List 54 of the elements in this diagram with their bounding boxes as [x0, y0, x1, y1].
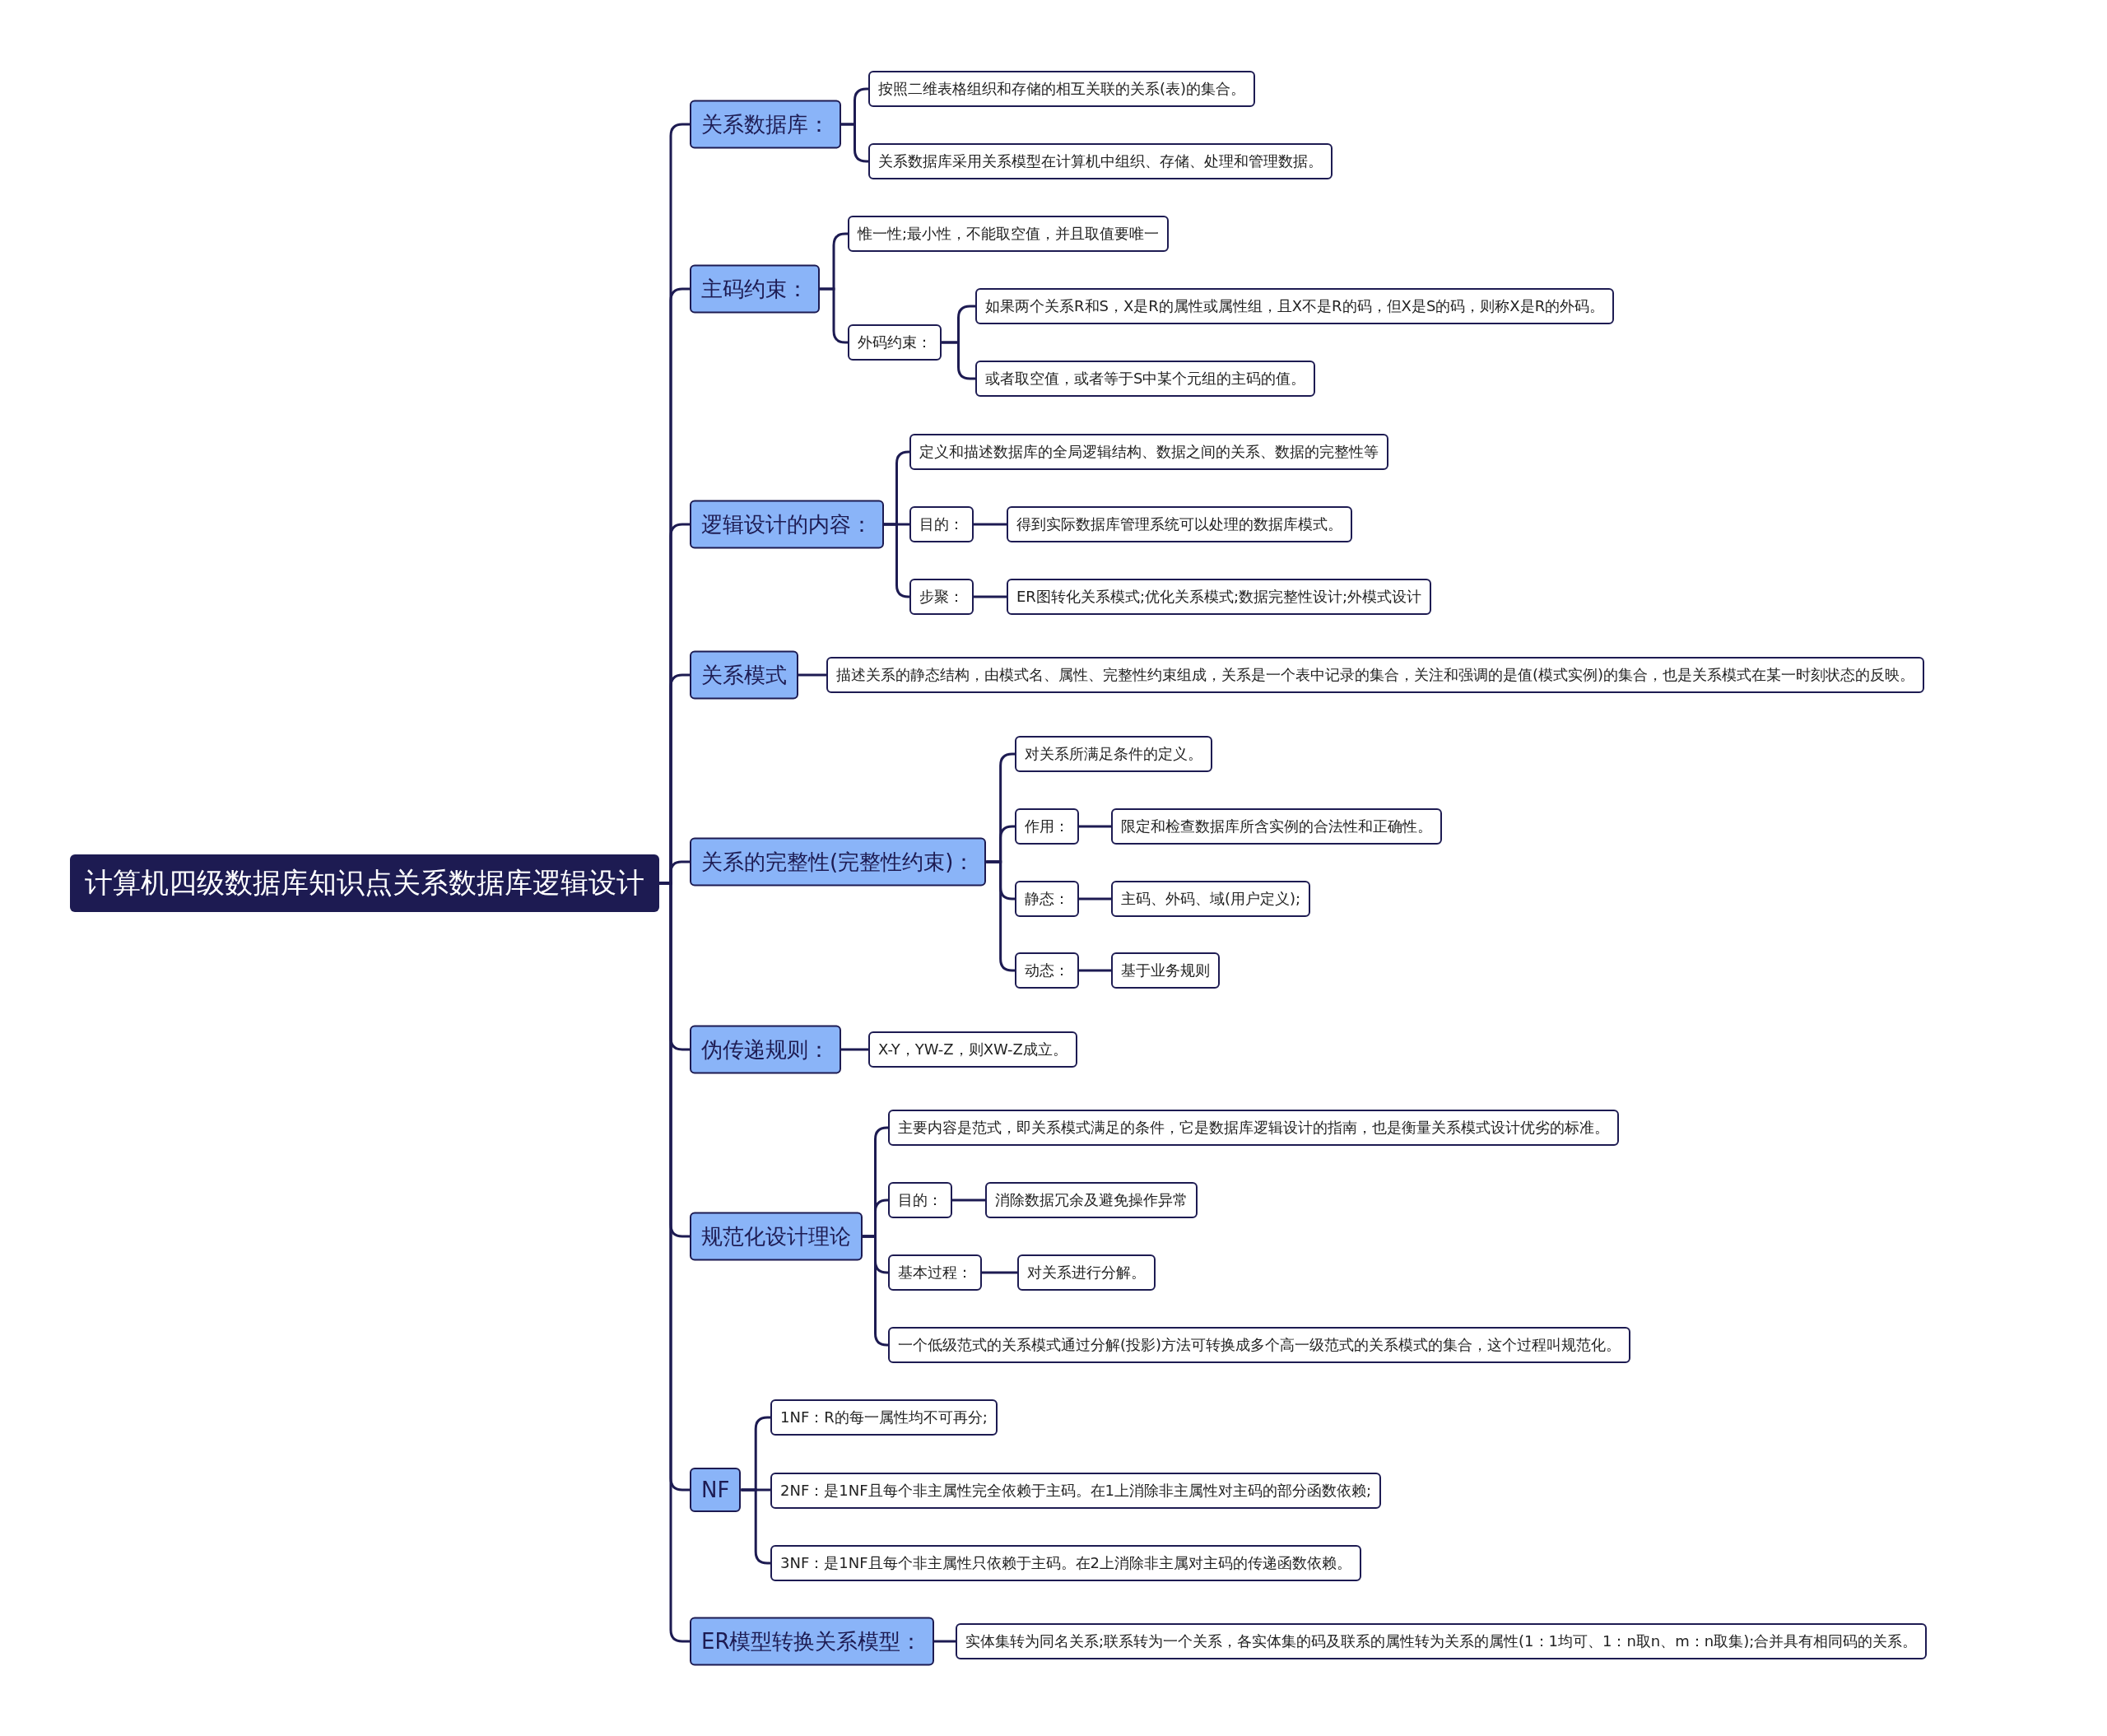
note-box: 如果两个关系R和S，X是R的属性或属性组，且X不是R的码，但X是S的码，则称X是R的外码。 — [975, 288, 1615, 324]
note-box: 目的： — [909, 506, 974, 542]
connector-line — [863, 1235, 889, 1347]
connector-line — [974, 595, 1007, 598]
note-box: 静态： — [1015, 881, 1079, 917]
note-box: ER图转化关系模式;优化关系模式;数据完整性设计;外模式设计 — [1007, 579, 1432, 615]
topic-box: ER模型转换关系模型： — [690, 1617, 934, 1666]
topic-box: 关系的完整性(完整性约束)： — [690, 837, 987, 887]
topic-box: 伪传递规则： — [690, 1025, 841, 1074]
note-box: 目的： — [888, 1182, 952, 1218]
connector-line — [942, 341, 975, 380]
note-box: 消除数据冗余及避免操作异常 — [985, 1182, 1198, 1218]
note-box: 描述关系的静态结构，由模式名、属性、完整性约束组成，关系是一个表中记录的集合，关注和强调的是值(模式实例)的集合，也是关系模式在某一时刻状态的反映。 — [826, 657, 1925, 693]
note-box: 对关系所满足条件的定义。 — [1015, 736, 1212, 772]
note-box: X-Y，YW-Z，则XW-Z成立。 — [868, 1031, 1077, 1068]
note-box: 限定和检查数据库所含实例的合法性和正确性。 — [1111, 808, 1442, 845]
note-box: 1NF：R的每一属性均不可再分; — [770, 1399, 998, 1436]
note-box: 作用： — [1015, 808, 1079, 845]
note-box: 对关系进行分解。 — [1017, 1254, 1156, 1291]
note-box: 动态： — [1015, 952, 1079, 989]
connector-line — [841, 123, 868, 163]
connector-line — [1079, 825, 1111, 828]
connector-line — [841, 1048, 868, 1051]
note-box: 实体集转为同名关系;联系转为一个关系，各实体集的码及联系的属性转为关系的属性(1：1均可、1：n取n、m：n取集);合并具有相同码的关系。 — [956, 1623, 1928, 1659]
note-box: 2NF：是1NF且每个非主属性完全依赖于主码。在1上消除非主属性对主码的部分函数依赖; — [770, 1473, 1382, 1509]
note-box: 主要内容是范式，即关系模式满足的条件，它是数据库逻辑设计的指南，也是衡量关系模式设计优劣的标准。 — [888, 1110, 1619, 1146]
connector-line — [1079, 897, 1111, 901]
root-topic: 计算机四级数据库知识点关系数据库逻辑设计 — [70, 854, 659, 912]
topic-box: 关系数据库： — [690, 100, 841, 149]
connector-line — [798, 673, 826, 677]
note-box: 定义和描述数据库的全局逻辑结构、数据之间的关系、数据的完整性等 — [909, 434, 1388, 470]
connector-line — [1079, 969, 1111, 972]
topic-box: 逻辑设计的内容： — [690, 500, 884, 549]
connector-line — [952, 1198, 985, 1202]
topic-box: 主码约束： — [690, 264, 820, 314]
note-box: 关系数据库采用关系模型在计算机中组织、存储、处理和管理数据。 — [868, 143, 1333, 179]
topic-box: 关系模式 — [690, 650, 798, 700]
note-box: 步聚： — [909, 579, 974, 615]
note-box: 或者取空值，或者等于S中某个元组的主码的值。 — [975, 361, 1316, 397]
note-box: 惟一性;最小性，不能取空值，并且取值要唯一 — [848, 216, 1170, 252]
connector-line — [933, 1640, 956, 1643]
note-box: 基本过程： — [888, 1254, 982, 1291]
note-box: 基于业务规则 — [1111, 952, 1220, 989]
note-box: 主码、外码、域(用户定义); — [1111, 881, 1311, 917]
connector-line — [974, 523, 1007, 526]
connector-line — [884, 523, 910, 598]
note-box: 外码约束： — [848, 324, 942, 361]
note-box: 3NF：是1NF且每个非主属性只依赖于主码。在2上消除非主属对主码的传递函数依赖。 — [770, 1545, 1361, 1581]
note-box: 得到实际数据库管理系统可以处理的数据库模式。 — [1007, 506, 1352, 542]
topic-box: 规范化设计理论 — [690, 1212, 863, 1261]
note-box: 一个低级范式的关系模式通过分解(投影)方法可转换成多个高一级范式的关系模式的集合，这个过程叫规范化。 — [888, 1327, 1631, 1363]
connector-line — [982, 1271, 1017, 1274]
topic-box: NF — [690, 1468, 742, 1512]
note-box: 按照二维表格组织和存储的相互关联的关系(表)的集合。 — [868, 71, 1256, 107]
